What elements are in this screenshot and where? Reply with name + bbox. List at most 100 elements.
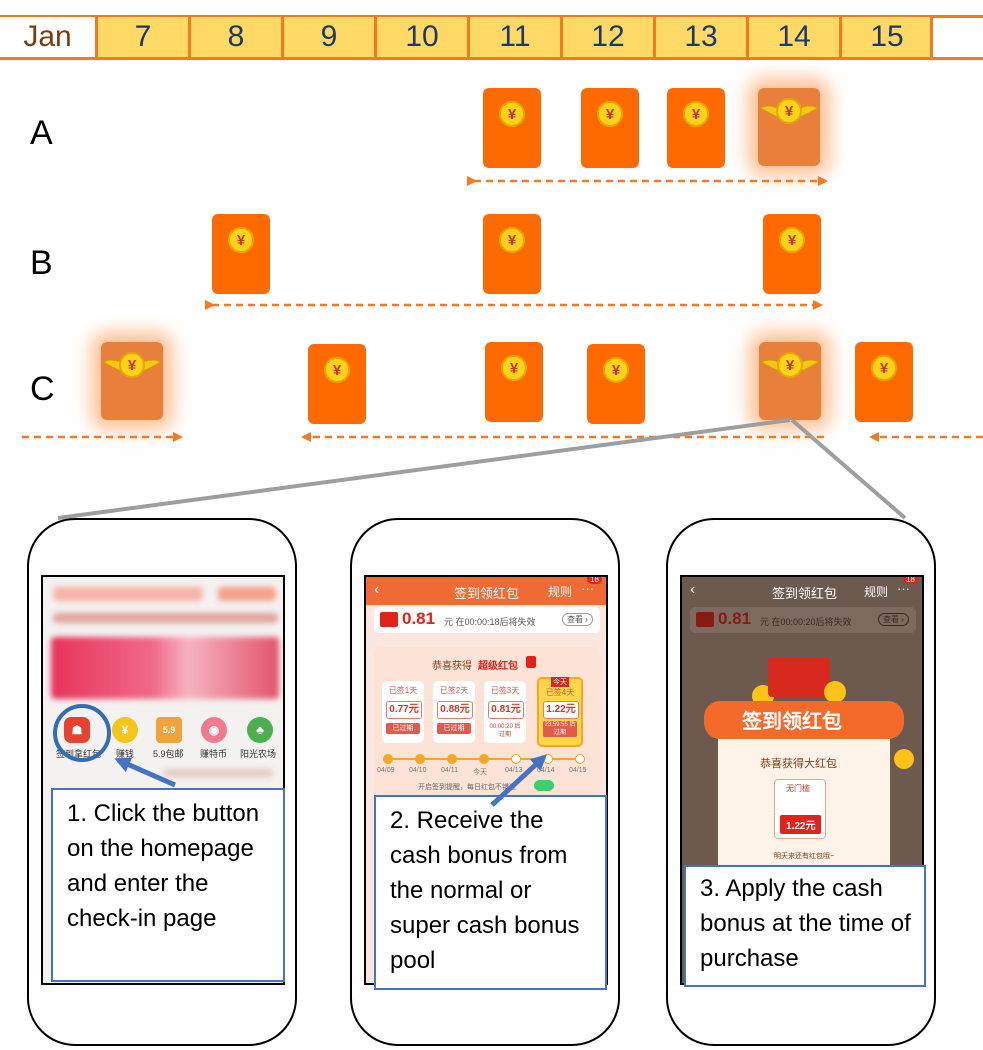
card-4-tag: 今天 bbox=[551, 677, 569, 687]
progress-dot bbox=[383, 754, 393, 764]
opened-redpacket-icon: ¥ bbox=[101, 342, 163, 420]
card-2-foot: 已过期 bbox=[437, 723, 471, 734]
popup-banner bbox=[704, 701, 904, 739]
row-label-c: C bbox=[30, 370, 55, 408]
calendar-day: 10 bbox=[374, 17, 467, 57]
progress-date: 04/13 bbox=[505, 767, 523, 774]
coin-icon[interactable]: ¥ bbox=[112, 717, 138, 743]
checkin-card-3: 已签3天 0.81元 00:00:20 后过期 bbox=[484, 681, 526, 743]
more-menu-icon[interactable]: ··· bbox=[897, 581, 910, 596]
icon-label-free-shipping: 5.9包邮 bbox=[153, 749, 184, 759]
icon-label-earn: 赚钱 bbox=[116, 749, 135, 759]
reminder-text: 开启签到提醒，每日红包不错过 bbox=[418, 784, 516, 791]
phone-3: ‹ 签到领红包 规则 ··· 18 0.81 元 在00:00:20后将失效 查… bbox=[666, 518, 936, 1046]
progress-date: 04/10 bbox=[409, 767, 427, 774]
yuan-coin-icon: ¥ bbox=[499, 227, 525, 253]
card-4-foot: 23:59:55 后过期 bbox=[543, 721, 577, 737]
icon-label-farm: 阳光农场 bbox=[240, 749, 277, 759]
card-3-foot: 00:00:20 后过期 bbox=[488, 723, 522, 739]
redpacket-icon: ¥ bbox=[483, 88, 541, 168]
progress-date: 今天 bbox=[473, 769, 487, 776]
yuan-coin-icon: ¥ bbox=[779, 227, 805, 253]
progress-date: 04/11 bbox=[441, 767, 458, 774]
more-menu-icon[interactable]: ··· bbox=[581, 581, 594, 596]
calendar-day: 14 bbox=[746, 17, 839, 57]
calendar-day: 11 bbox=[467, 17, 560, 57]
phone-2-title: 签到领红包 bbox=[454, 586, 520, 601]
congrats-text: 恭喜获得 bbox=[432, 661, 472, 672]
view-button[interactable]: 查看 › bbox=[562, 613, 593, 626]
card-4-value: 1.22元 bbox=[543, 701, 579, 719]
card-2-head: 已签2天 bbox=[439, 686, 469, 695]
phone-2-screen: ‹ 签到领红包 规则 ··· 18 0.81 元 在00:00:18后将失效 查… bbox=[364, 575, 608, 985]
redpacket-icon: ¥ bbox=[763, 214, 821, 294]
redpacket-icon: ¥ bbox=[581, 88, 639, 168]
card-4-head: 已签4天 bbox=[545, 688, 575, 697]
highlight-circle bbox=[53, 704, 111, 762]
phone-1-caption: 1. Click the button on the homepage and … bbox=[51, 788, 285, 982]
phone-2: ‹ 签到领红包 规则 ··· 18 0.81 元 在00:00:18后将失效 查… bbox=[350, 518, 620, 1046]
phone-2-topbar bbox=[366, 577, 606, 605]
reminder-toggle[interactable] bbox=[534, 780, 554, 791]
piggy-coin-icon[interactable]: ◉ bbox=[201, 717, 227, 743]
row-label-b: B bbox=[30, 244, 53, 282]
small-redpacket-icon bbox=[526, 656, 536, 668]
phone-2-caption: 2. Receive the cash bonus from the norma… bbox=[374, 795, 607, 990]
progress-date: 04/09 bbox=[377, 767, 395, 774]
yuan-coin-icon: ¥ bbox=[777, 352, 803, 378]
progress-date: 04/15 bbox=[569, 767, 587, 774]
calendar-top-line bbox=[0, 15, 983, 18]
card-3-head: 已签3天 bbox=[490, 686, 520, 695]
card-2-value: 0.88元 bbox=[437, 701, 473, 719]
progress-dot bbox=[447, 754, 457, 764]
card-1-value: 0.77元 bbox=[386, 701, 422, 719]
popup-congrats: 恭喜获得大红包 bbox=[760, 758, 837, 770]
callout-line-left bbox=[57, 418, 791, 520]
package-icon[interactable]: 5.9 bbox=[156, 717, 182, 743]
yuan-coin-icon: ¥ bbox=[683, 101, 709, 127]
progress-dot bbox=[575, 754, 585, 764]
farm-tree-icon[interactable]: ♣ bbox=[247, 717, 273, 743]
back-chevron-icon[interactable]: ‹ bbox=[374, 581, 380, 598]
yuan-coin-icon: ¥ bbox=[597, 101, 623, 127]
progress-dot bbox=[511, 754, 521, 764]
phone-3-title: 签到领红包 bbox=[772, 586, 838, 601]
gold-coin-icon bbox=[824, 681, 846, 703]
popup-banner-text: 签到领红包 bbox=[742, 711, 842, 733]
phone-3-amount: 0.81 bbox=[718, 609, 752, 628]
checkin-card-4[interactable]: 今天 已签4天 1.22元 23:59:55 后过期 bbox=[537, 677, 583, 747]
wallet-icon bbox=[696, 612, 714, 627]
notification-badge: 18 bbox=[903, 577, 918, 584]
blurred-banner bbox=[51, 637, 279, 699]
yuan-coin-icon: ¥ bbox=[603, 357, 629, 383]
calendar-day: 12 bbox=[560, 17, 653, 57]
coupon-value: 1.22元 bbox=[780, 815, 822, 834]
icon-label-tecoin: 赚特币 bbox=[200, 749, 228, 759]
phone-2-amount-suffix: 元 在00:00:18后将失效 bbox=[444, 617, 536, 627]
card-1-head: 已签1天 bbox=[388, 686, 418, 695]
wallet-icon bbox=[380, 612, 398, 627]
redpacket-icon: ¥ bbox=[308, 344, 366, 424]
progress-dot bbox=[479, 754, 489, 764]
redpacket-icon: ¥ bbox=[587, 344, 645, 424]
redpacket-popup-icon bbox=[768, 657, 830, 697]
redpacket-icon: ¥ bbox=[667, 88, 725, 168]
phone-2-pointer-arrow bbox=[490, 754, 547, 807]
yuan-coin-icon: ¥ bbox=[324, 357, 350, 383]
phone-3-rules[interactable]: 规则 bbox=[864, 585, 889, 599]
blurred-badge bbox=[218, 587, 276, 601]
checkin-card-1: 已签1天 0.77元 已过期 bbox=[382, 681, 424, 743]
callout-line-right bbox=[790, 418, 907, 520]
calendar-end-divider bbox=[930, 17, 933, 57]
view-button[interactable]: 查看 › bbox=[878, 613, 909, 626]
popup-tomorrow: 明天来还有红包哦~ bbox=[774, 853, 835, 860]
blurred-tabs bbox=[53, 613, 278, 623]
calendar-day: 15 bbox=[839, 17, 932, 57]
blurred-search-bar bbox=[53, 587, 203, 601]
back-chevron-icon[interactable]: ‹ bbox=[690, 581, 696, 598]
phone-2-rules[interactable]: 规则 bbox=[548, 585, 573, 599]
row-label-a: A bbox=[30, 114, 53, 152]
calendar-day: 7 bbox=[95, 17, 188, 57]
redpacket-icon: ¥ bbox=[485, 342, 543, 422]
